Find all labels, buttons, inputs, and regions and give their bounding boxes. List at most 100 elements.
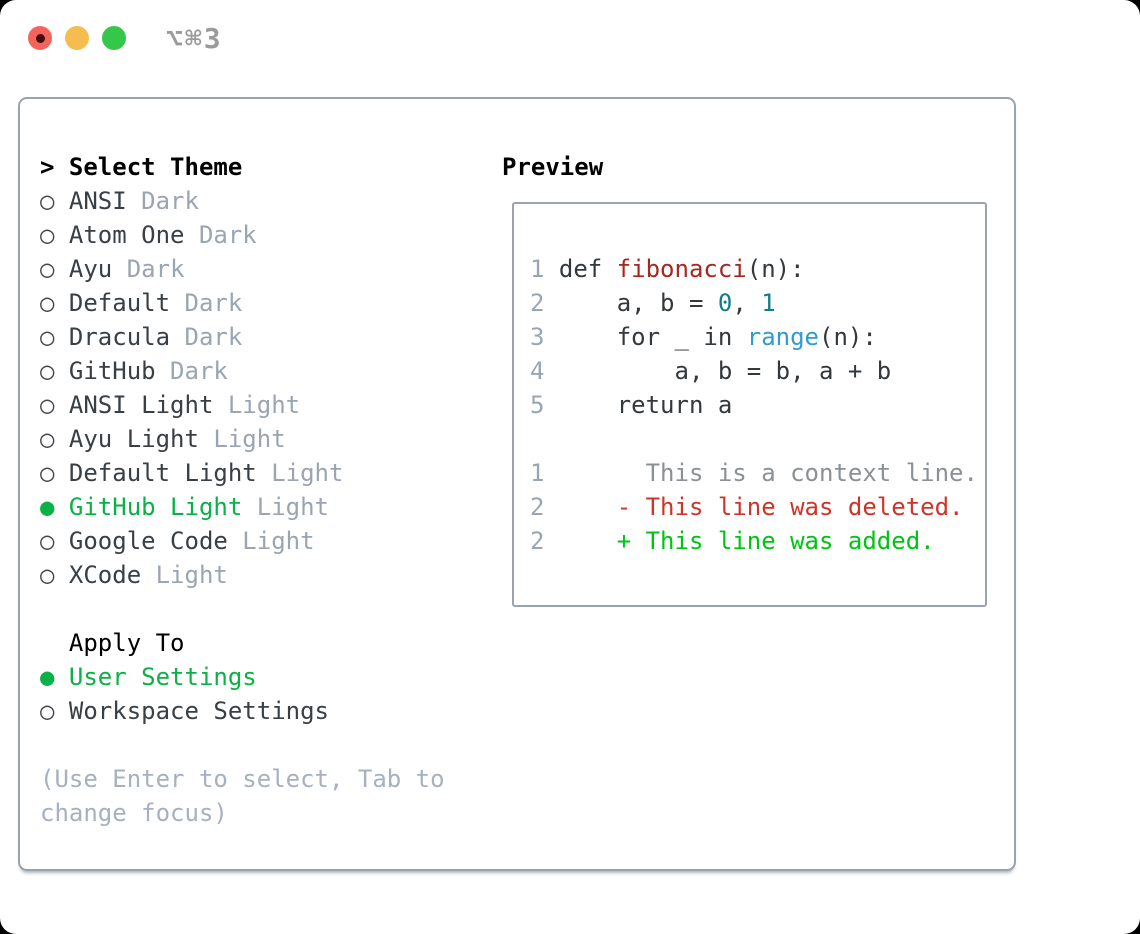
- line-number: 3: [530, 323, 559, 351]
- theme-option-label: Atom One: [68, 221, 185, 249]
- code-line: 5 return a: [530, 388, 973, 422]
- theme-variant-label: Light: [213, 391, 301, 419]
- theme-option-label: GitHub: [68, 357, 156, 385]
- hint-line: change focus): [40, 799, 228, 827]
- theme-variant-label: Light: [198, 425, 286, 453]
- theme-variant-label: Light: [227, 527, 315, 555]
- theme-option[interactable]: ○ Ayu Dark: [40, 252, 445, 286]
- theme-option[interactable]: ○ ANSI Light Light: [40, 388, 445, 422]
- theme-option-label: ANSI: [68, 187, 127, 215]
- theme-option[interactable]: ○ XCode Light: [40, 558, 445, 592]
- theme-option[interactable]: ○ ANSI Dark: [40, 184, 445, 218]
- line-number: 2: [530, 527, 559, 555]
- token-code: for _ in: [558, 323, 747, 351]
- token-code: a, b =: [558, 289, 718, 317]
- theme-option[interactable]: ○ Ayu Light Light: [40, 422, 445, 456]
- radio-unselected-icon: ○: [40, 323, 69, 351]
- titlebar: ⌥⌘3: [0, 0, 1140, 76]
- window-title: ⌥⌘3: [166, 22, 223, 55]
- token-number: 1: [761, 289, 776, 317]
- theme-option[interactable]: ○ Google Code Light: [40, 524, 445, 558]
- token-context: This is a context line.: [558, 459, 978, 487]
- close-button[interactable]: [28, 26, 52, 50]
- traffic-lights: [28, 26, 126, 50]
- theme-variant-label: Dark: [155, 357, 228, 385]
- theme-option-label: Google Code: [68, 527, 228, 555]
- preview-header: Preview: [502, 150, 603, 184]
- apply-option-label: User Settings: [68, 663, 257, 691]
- radio-unselected-icon: ○: [40, 425, 69, 453]
- theme-option-label: Ayu: [68, 255, 113, 283]
- line-number: 1: [530, 459, 559, 487]
- token-code: (n):: [819, 323, 877, 351]
- token-builtin: range: [746, 323, 819, 351]
- theme-variant-label: Dark: [170, 323, 243, 351]
- radio-unselected-icon: ○: [40, 527, 69, 555]
- radio-unselected-icon: ○: [40, 187, 69, 215]
- theme-variant-label: Dark: [112, 255, 185, 283]
- zoom-button[interactable]: [102, 26, 126, 50]
- spacer: [40, 592, 445, 626]
- theme-option[interactable]: ○ Default Light Light: [40, 456, 445, 490]
- select-theme-header: > Select Theme: [40, 150, 445, 184]
- token-added: + This line was added.: [558, 527, 935, 555]
- code-line: 3 for _ in range(n):: [530, 320, 973, 354]
- minimize-button[interactable]: [65, 26, 89, 50]
- apply-option-label: Workspace Settings: [68, 697, 329, 725]
- theme-option[interactable]: ○ Default Dark: [40, 286, 445, 320]
- radio-unselected-icon: ○: [40, 391, 69, 419]
- preview-label: Preview: [502, 153, 604, 181]
- apply-option[interactable]: ● User Settings: [40, 660, 445, 694]
- spacer: [40, 728, 445, 762]
- theme-picker-panel: > Select Theme ○ ANSI Dark○ Atom One Dar…: [18, 97, 1016, 871]
- radio-unselected-icon: ○: [40, 289, 69, 317]
- token-code: def: [558, 255, 617, 283]
- radio-unselected-icon: ○: [40, 255, 69, 283]
- theme-option[interactable]: ● GitHub Light Light: [40, 490, 445, 524]
- code-line: 4 a, b = b, a + b: [530, 354, 973, 388]
- theme-option-label: Default Light: [68, 459, 257, 487]
- theme-variant-label: Light: [141, 561, 228, 589]
- radio-unselected-icon: ○: [40, 357, 69, 385]
- theme-option[interactable]: ○ Atom One Dark: [40, 218, 445, 252]
- radio-unselected-icon: ○: [40, 459, 69, 487]
- theme-option[interactable]: ○ GitHub Dark: [40, 354, 445, 388]
- line-number: 4: [530, 357, 559, 385]
- radio-unselected-icon: ○: [40, 697, 69, 725]
- token-deleted: - This line was deleted.: [558, 493, 964, 521]
- radio-unselected-icon: ○: [40, 561, 69, 589]
- theme-option-label: GitHub Light: [68, 493, 243, 521]
- blank-line: [530, 422, 973, 456]
- radio-unselected-icon: ○: [40, 221, 69, 249]
- code-line: 2 a, b = 0, 1: [530, 286, 973, 320]
- theme-option[interactable]: ○ Dracula Dark: [40, 320, 445, 354]
- radio-selected-icon: ●: [40, 493, 69, 521]
- hint-text: (Use Enter to select, Tab to change focus…: [40, 762, 445, 830]
- line-number: 1: [530, 255, 559, 283]
- hint-line: (Use Enter to select, Tab to: [40, 765, 445, 793]
- theme-option-label: XCode: [68, 561, 142, 589]
- theme-variant-label: Light: [242, 493, 329, 521]
- code-line: 1 This is a context line.: [530, 456, 978, 490]
- token-code: ,: [732, 289, 762, 317]
- line-number: [530, 425, 544, 453]
- radio-selected-icon: ●: [40, 663, 69, 691]
- theme-variant-label: Dark: [126, 187, 199, 215]
- theme-option-label: Ayu Light: [68, 425, 199, 453]
- cursor-prefix: >: [40, 153, 69, 181]
- theme-option-label: Default: [68, 289, 171, 317]
- line-number: 5: [530, 391, 559, 419]
- code-line: 2 + This line was added.: [530, 524, 973, 558]
- theme-variant-label: Dark: [184, 221, 257, 249]
- line-number: 2: [530, 493, 559, 521]
- token-number: 0: [717, 289, 733, 317]
- token-code: return a: [558, 391, 733, 419]
- token-code: (n):: [746, 255, 805, 283]
- theme-variant-label: Light: [256, 459, 344, 487]
- theme-option-label: Dracula: [68, 323, 171, 351]
- apply-option[interactable]: ○ Workspace Settings: [40, 694, 445, 728]
- theme-option-label: ANSI Light: [68, 391, 214, 419]
- theme-variant-label: Dark: [170, 289, 243, 317]
